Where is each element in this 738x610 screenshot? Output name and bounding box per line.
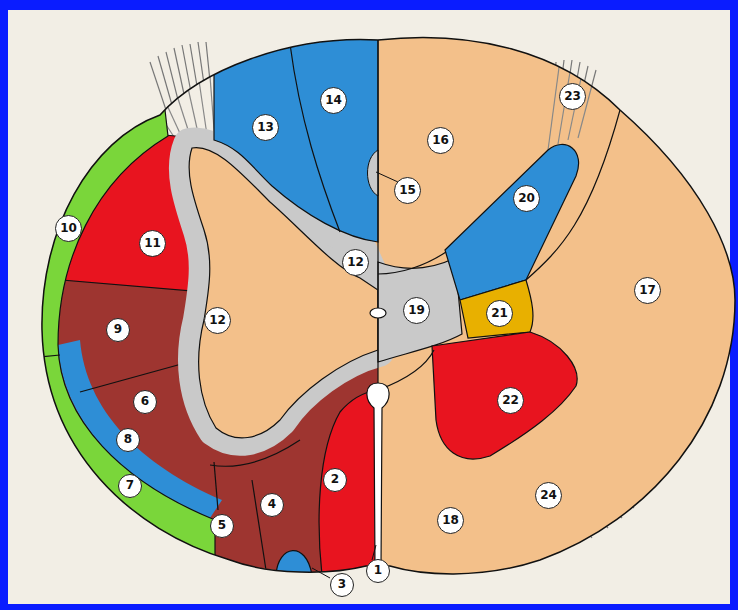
callout-number: 5	[210, 514, 234, 538]
callout-number: 11	[139, 230, 166, 257]
callout-number: 7	[118, 474, 142, 498]
callout-number: 14	[320, 87, 347, 114]
callout-number: 17	[634, 277, 661, 304]
callout-number: 12	[204, 307, 231, 334]
callout-number: 18	[437, 507, 464, 534]
callout-number: 10	[55, 215, 82, 242]
callout-number: 12	[342, 249, 369, 276]
callout-number: 2	[323, 468, 347, 492]
callout-number: 3	[330, 573, 354, 597]
callout-number: 6	[133, 390, 157, 414]
callout-number: 22	[497, 387, 524, 414]
callout-number: 16	[427, 127, 454, 154]
callout-number: 13	[252, 114, 279, 141]
callout-number: 4	[260, 493, 284, 517]
callout-number: 8	[116, 428, 140, 452]
callout-number: 15	[394, 177, 421, 204]
callout-number: 9	[106, 318, 130, 342]
callout-number: 1	[366, 559, 390, 583]
callout-number: 20	[513, 185, 540, 212]
callout-number: 23	[559, 83, 586, 110]
callout-number: 24	[535, 482, 562, 509]
callout-number: 21	[486, 300, 513, 327]
callout-number: 19	[403, 297, 430, 324]
